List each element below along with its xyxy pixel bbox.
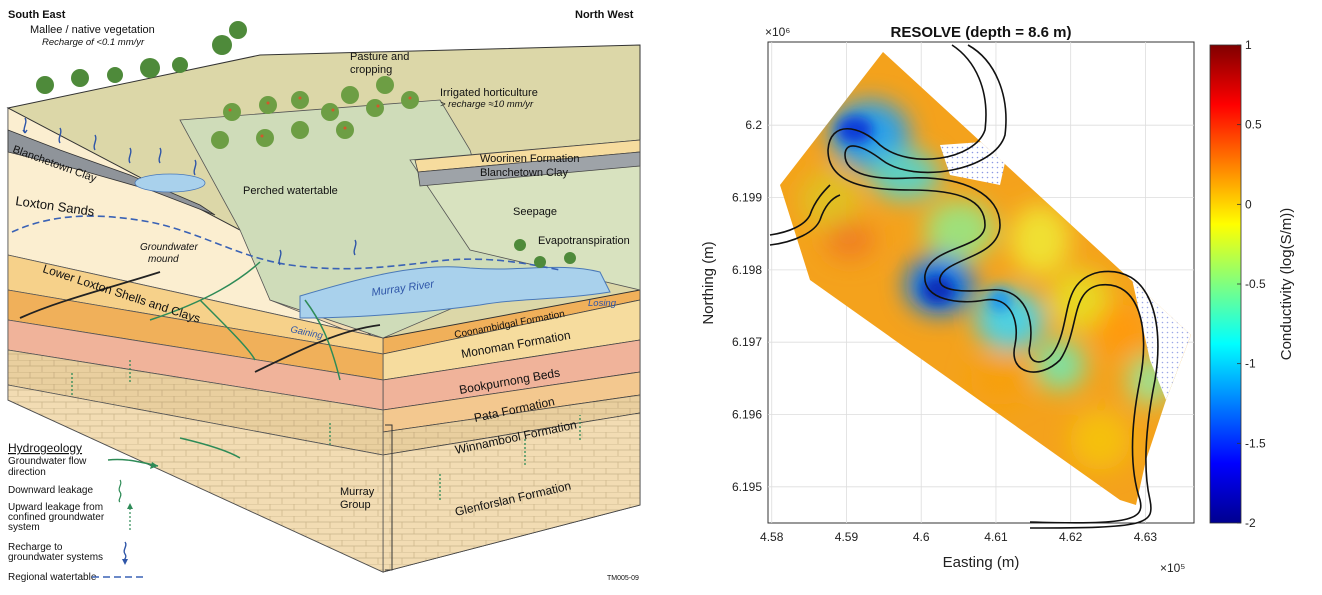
label-evapotranspiration: Evapotranspiration [538, 235, 630, 247]
label-murray-group-line2: Group [340, 499, 371, 511]
blanchetown-band-right [417, 151, 641, 187]
colorbar-tick-label: -0.5 [1245, 277, 1266, 291]
label-blanchetown-right: Blanchetown Clay [480, 167, 569, 179]
y-tick-label: 6.198 [732, 263, 762, 277]
label-horticulture-recharge: > recharge ≈10 mm/yr [440, 99, 534, 110]
label-gw-mound-line2: mound [148, 254, 179, 265]
y-tick-label: 6.2 [745, 118, 762, 132]
y-multiplier: ×10⁶ [765, 25, 790, 39]
label-south-east: South East [8, 9, 66, 21]
colorbar-tick-label: 1 [1245, 38, 1252, 52]
x-tick-label: 4.63 [1134, 530, 1158, 544]
blanchetown-clay-left [7, 129, 216, 216]
label-pasture-line2: cropping [350, 64, 392, 76]
label-losing: Losing [588, 298, 617, 309]
label-pasture: Pasture and cropping [350, 51, 412, 76]
label-groundwater-mound: Groundwater mound [140, 242, 201, 265]
legend: Hydrogeology Groundwater flow direction … [8, 441, 159, 583]
y-tick-label: 6.196 [732, 408, 762, 422]
legend-item-recharge: Recharge to groundwater systems [8, 542, 103, 563]
x-multiplier: ×10⁵ [1160, 561, 1185, 575]
label-code: TM005-09 [607, 575, 639, 582]
upward-leakage-arrows [71, 360, 581, 500]
fault-line-2 [254, 324, 381, 373]
layer-brick-face-2 [7, 384, 384, 573]
x-tick-label: 4.62 [1059, 530, 1083, 544]
fault-line-1 [19, 271, 161, 319]
flow-arrows [149, 261, 341, 459]
legend-item-downward: Downward leakage [8, 485, 93, 496]
label-pasture-line1: Pasture and [350, 51, 409, 63]
y-tick-label: 6.195 [732, 480, 762, 494]
colorbar-tick-label: -1 [1245, 357, 1256, 371]
colorbar-tick-label: 0.5 [1245, 118, 1262, 132]
x-tick-label: 4.59 [835, 530, 859, 544]
legend-upward-arrowhead [127, 503, 133, 509]
colorbar-label: Conductivity (log(S/m)) [1278, 208, 1295, 361]
x-axis-label: Easting (m) [943, 554, 1020, 571]
x-tick-labels: 4.58 4.59 4.6 4.61 4.62 4.63 [760, 530, 1157, 544]
x-tick-label: 4.61 [984, 530, 1008, 544]
label-woorinen: Woorinen Formation [480, 153, 579, 165]
chart-title: RESOLVE (depth = 8.6 m) [890, 24, 1071, 41]
colorbar-tick-label: -2 [1245, 516, 1256, 530]
label-murray-group: Murray Group [340, 486, 377, 511]
legend-item-flow: Groundwater flow direction [8, 456, 89, 478]
perched-water [134, 173, 206, 193]
y-tick-labels: 6.195 6.196 6.197 6.198 6.199 6.2 [732, 118, 762, 494]
legend-downward-icon [118, 479, 122, 503]
legend-title: Hydrogeology [8, 441, 82, 455]
legend-recharge-arrowhead [122, 559, 128, 565]
x-tick-label: 4.58 [760, 530, 784, 544]
y-tick-label: 6.199 [732, 191, 762, 205]
legend-item-upward: Upward leakage from confined groundwater… [8, 502, 107, 533]
colorbar-tick-label: 0 [1245, 197, 1252, 211]
x-tick-label: 4.6 [913, 530, 930, 544]
y-axis-label: Northing (m) [700, 241, 717, 324]
legend-flow-arrowhead [150, 462, 158, 469]
colorbar-tick-label: -1.5 [1245, 436, 1266, 450]
regional-watertable [11, 215, 561, 271]
legend-item-watertable: Regional watertable [8, 572, 97, 583]
block-diagram: South East North West Mallee / native ve… [6, 9, 641, 583]
label-mallee: Mallee / native vegetation [30, 24, 155, 36]
label-perched: Perched watertable [243, 185, 338, 197]
label-north-west: North West [575, 9, 634, 21]
trees [36, 21, 576, 268]
label-seepage: Seepage [513, 206, 557, 218]
label-gw-mound-line1: Groundwater [140, 242, 198, 253]
recharge-arrows [22, 117, 357, 266]
label-murray-group-line1: Murray [340, 486, 375, 498]
colorbar-tick-labels: 1 0.5 0 -0.5 -1 -1.5 -2 [1237, 38, 1266, 530]
colorbar [1209, 44, 1242, 524]
river-outline [769, 44, 1159, 529]
label-horticulture: Irrigated horticulture [440, 87, 538, 99]
murray-group-bracket [385, 424, 393, 571]
murray-river [299, 266, 611, 319]
label-mallee-recharge: Recharge of <0.1 mm/yr [42, 37, 145, 48]
y-tick-label: 6.197 [732, 335, 762, 349]
